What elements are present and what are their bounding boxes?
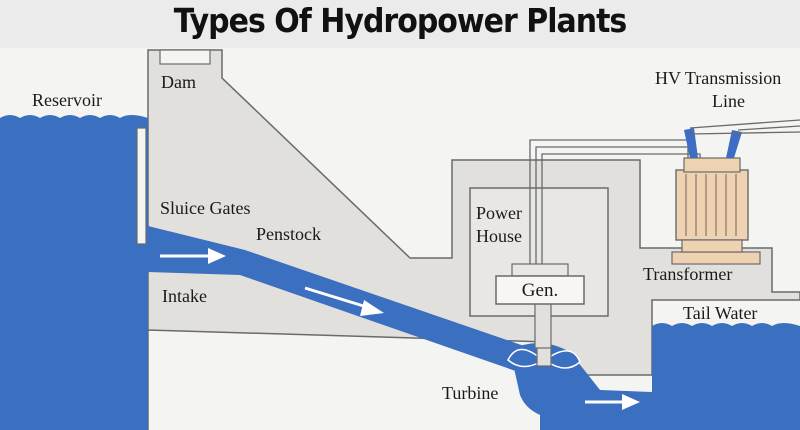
turbine-hub (536, 345, 552, 367)
label-house: House (476, 226, 522, 246)
hv-lines (689, 119, 800, 135)
label-sluice-gates: Sluice Gates (160, 198, 250, 218)
transformer-fins (685, 174, 737, 236)
penstock (148, 226, 530, 376)
transformer-body (675, 169, 749, 241)
transformer (671, 128, 761, 265)
label-generator: Gen. (522, 280, 558, 301)
label-turbine: Turbine (442, 383, 498, 403)
sluice-gate (136, 127, 147, 245)
label-transformer: Transformer (643, 264, 732, 284)
insulator-left (684, 128, 698, 158)
flow-arrow-intake-head (208, 248, 226, 264)
generator-box (495, 275, 585, 305)
label-reservoir: Reservoir (32, 90, 102, 110)
label-tail-water: Tail Water (683, 303, 757, 323)
label-intake: Intake (162, 286, 207, 306)
reservoir-water (0, 115, 148, 430)
turbine-blade-left (507, 348, 541, 368)
label-dam: Dam (161, 72, 196, 92)
generator-top (511, 263, 569, 277)
transformer-base (671, 251, 761, 265)
title-bar: Types Of Hydropower Plants (0, 0, 800, 48)
flow-arrow-penstock-head (360, 300, 384, 316)
label-penstock: Penstock (256, 224, 321, 244)
dam-crest (159, 49, 211, 65)
tail-water (600, 323, 800, 430)
flow-arrows (160, 248, 640, 410)
insulator-right (726, 130, 742, 158)
turbine-blade-right (547, 350, 581, 369)
label-power: Power (476, 203, 522, 223)
flow-arrow-outflow-head (622, 394, 640, 410)
turbine (507, 345, 581, 369)
page-title: Types Of Hydropower Plants (173, 2, 628, 41)
hydropower-diagram: Reservoir Dam Sluice Gates Penstock Inta… (0, 48, 800, 430)
flow-arrow-penstock (304, 286, 371, 310)
transformer-cap (683, 157, 741, 173)
transformer-foot (681, 239, 743, 253)
label-hv-line1: HV Transmission (655, 68, 781, 88)
turbine-shaft (534, 299, 552, 349)
label-hv-line2: Line (712, 91, 745, 111)
bottom-channel (540, 404, 800, 430)
